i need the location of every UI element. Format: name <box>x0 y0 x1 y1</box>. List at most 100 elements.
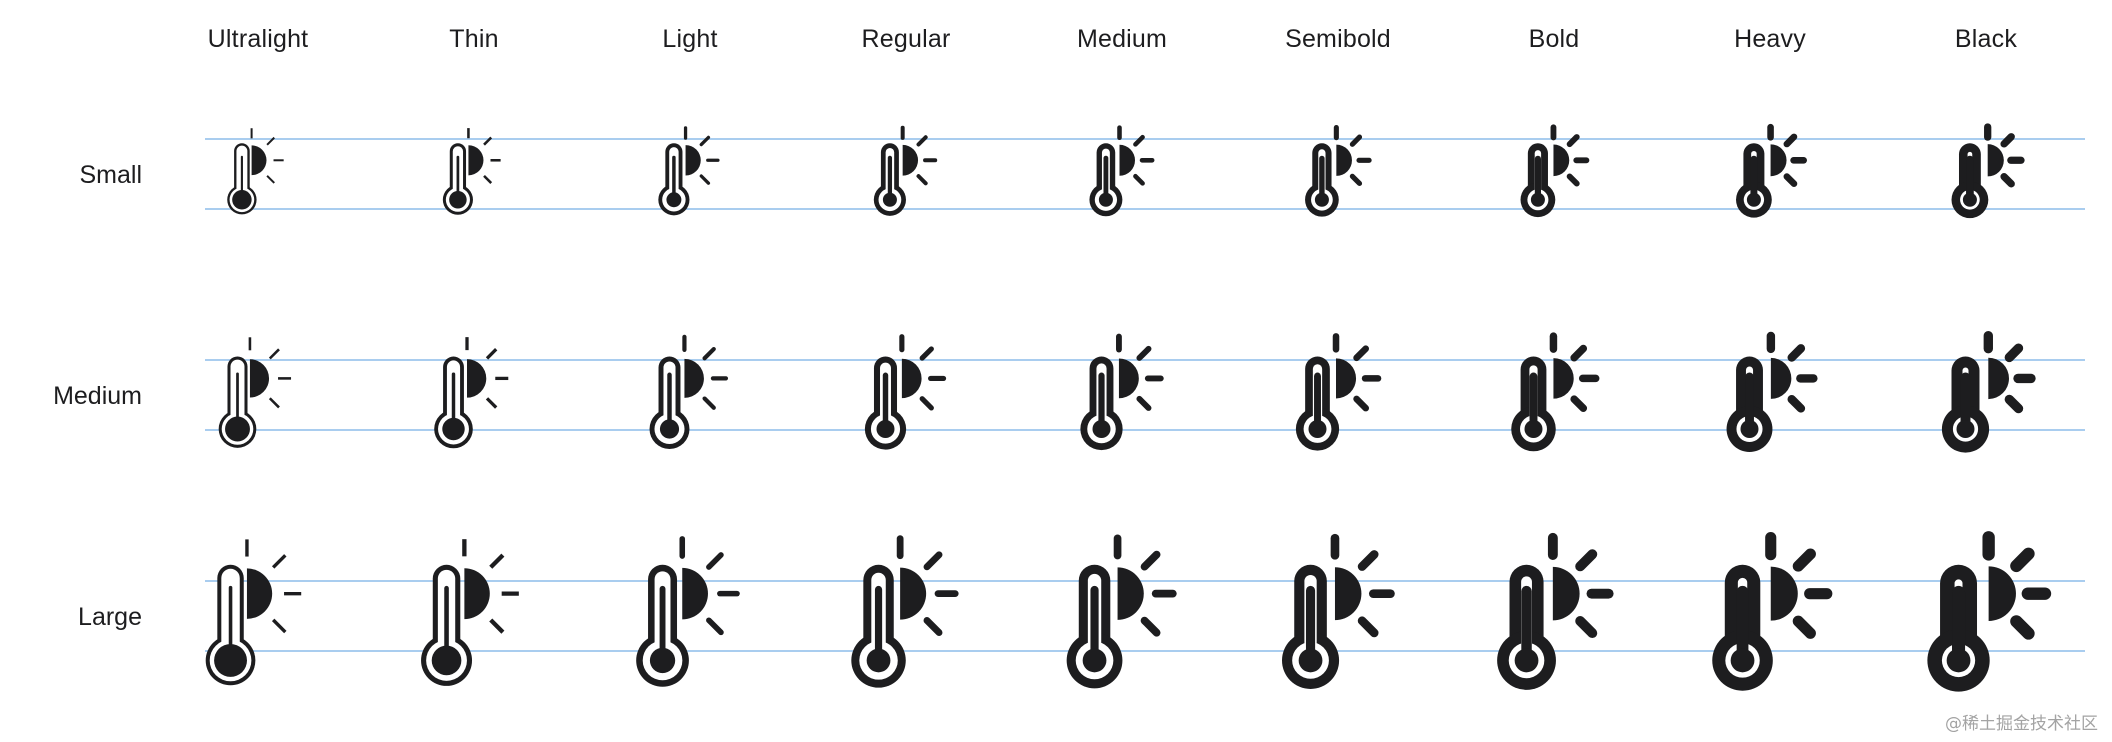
sun-rays <box>1766 331 1818 413</box>
sun-half-disk <box>251 145 267 176</box>
column-header-heavy: Heavy <box>1734 25 1806 53</box>
sun-half-disk <box>1336 144 1352 177</box>
column-header-medium: Medium <box>1076 25 1168 53</box>
sun-rays <box>1117 125 1155 186</box>
guide-line-large-base <box>205 650 2085 652</box>
thermometer-mercury <box>1744 372 1754 429</box>
sun-rays <box>1983 123 2025 188</box>
sun-rays <box>899 333 946 410</box>
thermometer-mercury <box>1534 155 1541 200</box>
thermometer-sun-icon <box>401 539 553 691</box>
sun-half-disk <box>684 358 704 398</box>
column-header-semibold: Semibold <box>1285 25 1391 53</box>
sun-half-disk <box>1770 144 1787 177</box>
sun-half-disk <box>685 145 701 176</box>
sun-half-disk <box>1553 144 1570 177</box>
thermometer-mercury <box>1521 586 1532 661</box>
sun-rays <box>1982 531 2052 640</box>
thermometer-mercury <box>444 586 449 661</box>
sun-rays <box>1333 125 1372 187</box>
sun-half-disk <box>247 568 273 619</box>
sun-half-disk <box>1987 144 2004 177</box>
thermometer-sun-icon <box>1943 123 2033 219</box>
sun-half-disk <box>682 568 709 620</box>
thermometer-sun-icon <box>185 539 337 691</box>
sun-rays <box>250 128 284 184</box>
sun-half-disk <box>900 567 927 620</box>
sun-rays <box>1983 330 2036 413</box>
thermometer-sun-icon <box>635 334 750 452</box>
sun-half-disk <box>1117 567 1144 620</box>
guide-line-small-cap <box>205 138 2085 140</box>
sun-half-disk <box>1988 357 2009 399</box>
sun-rays <box>1550 124 1590 187</box>
column-header-regular: Regular <box>861 25 951 53</box>
sun-half-disk <box>1770 357 1792 399</box>
thermometer-mercury <box>1750 155 1758 200</box>
sun-rays <box>1115 333 1164 411</box>
thermometer-sun-icon <box>1511 124 1601 218</box>
column-header-black: Black <box>1954 25 2018 53</box>
sun-half-disk <box>1335 567 1362 621</box>
thermometer-mercury <box>228 586 233 661</box>
sun-rays <box>1113 534 1177 637</box>
thermometer-sun-icon <box>1913 531 2065 692</box>
sun-rays <box>679 536 740 636</box>
thermometer-mercury <box>1952 586 1966 661</box>
sun-half-disk <box>466 358 487 398</box>
thermometer-mercury <box>882 372 889 429</box>
thermometer-mercury <box>235 372 239 429</box>
sun-rays <box>1330 533 1395 638</box>
thermometer-mercury <box>875 586 883 661</box>
sun-rays <box>683 126 720 185</box>
watermark: @稀土掘金技术社区 <box>1945 714 2098 734</box>
thermometer-sun-icon <box>1715 331 1830 452</box>
thermometer-sun-icon <box>1697 532 1849 691</box>
thermometer-sun-icon <box>851 333 966 452</box>
thermometer-mercury <box>451 372 456 429</box>
thermometer-sun-icon <box>1283 332 1398 452</box>
sun-rays <box>465 336 509 409</box>
sun-half-disk <box>1119 144 1135 176</box>
thermometer-mercury <box>456 155 460 200</box>
thermometer-mercury <box>1319 155 1325 200</box>
guide-line-small-base <box>205 208 2085 210</box>
sun-half-disk <box>1552 566 1580 621</box>
thermometer-mercury <box>1098 372 1105 429</box>
thermometer-mercury <box>1960 372 1971 429</box>
thermometer-mercury <box>1736 586 1749 661</box>
column-header-thin: Thin <box>449 25 499 53</box>
sun-half-disk <box>464 568 490 620</box>
row-label-medium: Medium <box>53 382 142 410</box>
thermometer-sun-icon <box>1295 125 1385 218</box>
thermometer-mercury <box>1090 586 1099 661</box>
thermometer-mercury <box>1529 372 1538 429</box>
guide-line-medium-base <box>205 429 2085 431</box>
sun-rays <box>462 539 519 634</box>
thermometer-mercury <box>240 155 243 200</box>
thermometer-sun-icon <box>431 128 521 218</box>
sun-half-disk <box>1553 357 1574 399</box>
sun-half-disk <box>901 358 922 398</box>
thermometer-mercury <box>667 372 672 429</box>
thermometer-sun-icon <box>833 535 985 691</box>
sun-rays <box>467 128 501 185</box>
thermometer-mercury <box>887 155 892 200</box>
thermometer-sun-icon <box>647 126 737 218</box>
thermometer-sun-icon <box>1727 124 1817 218</box>
column-header-light: Light <box>662 25 718 53</box>
thermometer-mercury <box>672 155 676 200</box>
sun-half-disk <box>1770 566 1798 621</box>
sun-rays <box>1767 124 1807 188</box>
thermometer-mercury <box>1306 586 1316 661</box>
thermometer-sun-icon <box>1049 534 1201 691</box>
sun-half-disk <box>1335 357 1356 398</box>
thermometer-sun-icon <box>1079 125 1169 218</box>
guide-line-medium-cap <box>205 359 2085 361</box>
sun-rays <box>1332 332 1382 411</box>
thermometer-sun-icon <box>863 125 953 218</box>
thermometer-mercury <box>1103 155 1109 200</box>
sun-rays <box>896 535 959 637</box>
sun-rays <box>248 336 291 408</box>
thermometer-sun-icon <box>1481 533 1633 691</box>
